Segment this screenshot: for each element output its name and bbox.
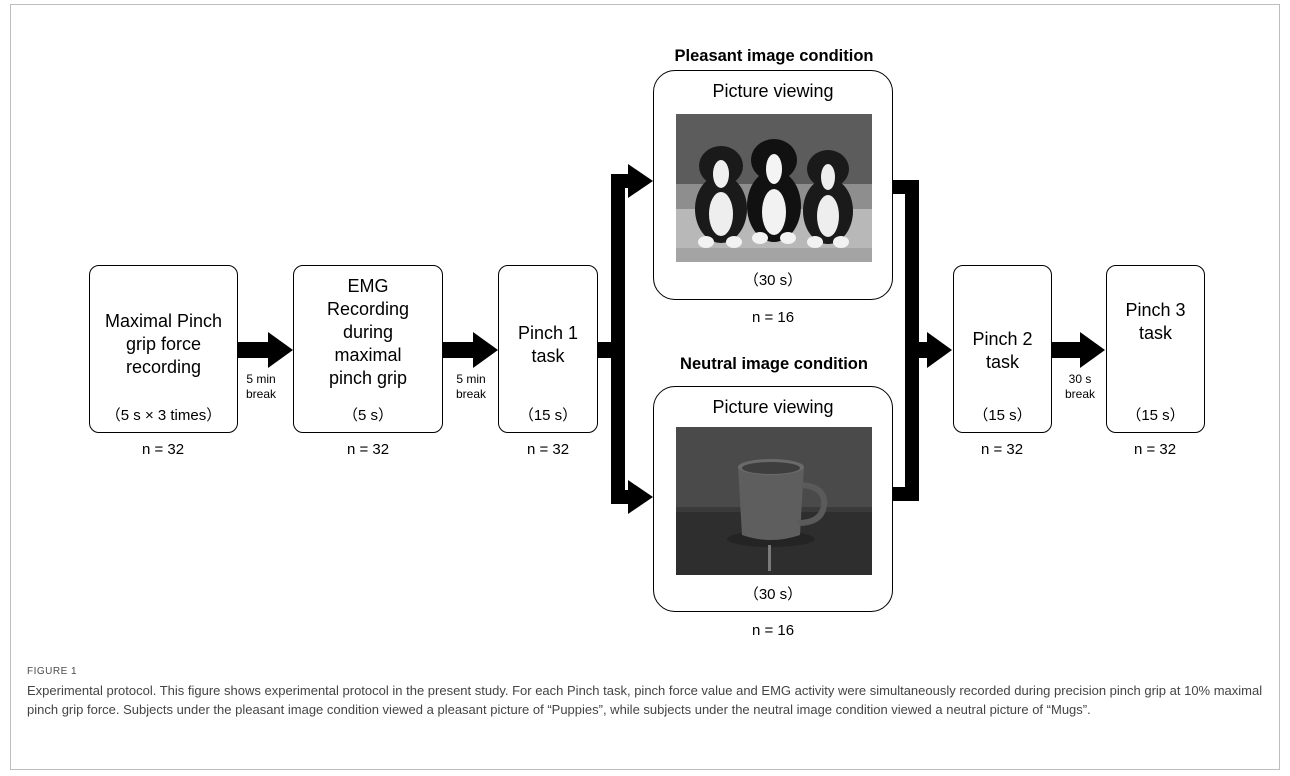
break-2-label: 5 min break <box>455 372 487 401</box>
split-top-shaft <box>611 174 630 188</box>
split-vertical <box>611 174 625 504</box>
step-maximal-pinch-n: n = 32 <box>141 441 185 458</box>
split-bottom-head <box>628 480 653 514</box>
step-maximal-pinch-duration: （5 s × 3 times） <box>105 407 222 424</box>
mug-photo <box>676 427 872 575</box>
step-pinch3-n: n = 32 <box>1133 441 1177 458</box>
arrow-3-head <box>1080 332 1105 368</box>
step-pinch1-title: Pinch 1 task <box>517 323 579 366</box>
step-pinch2-duration: （15 s） <box>973 407 1032 424</box>
figure-caption: Experimental protocol. This figure shows… <box>27 683 1263 717</box>
arrow-2-head <box>473 332 498 368</box>
neutral-condition-box: Picture viewing （30 s） <box>653 386 893 612</box>
neutral-n: n = 16 <box>751 622 795 639</box>
merge-head <box>927 332 952 368</box>
merge-vertical <box>905 180 919 501</box>
step-pinch3-duration: （15 s） <box>1126 407 1185 424</box>
arrow-1-shaft <box>238 342 270 358</box>
pleasant-condition-box: Picture viewing <box>653 70 893 300</box>
neutral-condition-heading: Neutral image condition <box>680 355 868 373</box>
step-emg-duration: （5 s） <box>342 407 393 424</box>
arrow-2-shaft <box>443 342 475 358</box>
split-top-head <box>628 164 653 198</box>
step-pinch1-duration: （15 s） <box>518 407 578 424</box>
break-3-label: 30 s break <box>1064 372 1096 401</box>
step-emg-box: EMG Recording during maximal pinch grip … <box>293 265 443 433</box>
step-emg-n: n = 32 <box>346 441 390 458</box>
pleasant-n: n = 16 <box>751 309 795 326</box>
step-maximal-pinch-box: Maximal Pinch grip force recording （5 s … <box>89 265 238 433</box>
figure-frame <box>10 4 1280 770</box>
pleasant-duration: （30 s） <box>743 272 803 289</box>
split-bottom-shaft <box>611 490 630 504</box>
pleasant-picture-label: Picture viewing <box>712 81 834 101</box>
step-pinch2-n: n = 32 <box>980 441 1024 458</box>
step-emg-title: EMG Recording during maximal pinch grip <box>326 276 410 388</box>
step-pinch1-box: Pinch 1 task （15 s） <box>498 265 598 433</box>
arrow-3-shaft <box>1052 342 1082 358</box>
break-1-label: 5 min break <box>245 372 277 401</box>
step-pinch2-box: Pinch 2 task （15 s） <box>953 265 1052 433</box>
step-pinch1-n: n = 32 <box>526 441 570 458</box>
step-pinch2-title: Pinch 2 task <box>972 329 1033 372</box>
step-maximal-pinch-title: Maximal Pinch grip force recording <box>104 311 223 377</box>
neutral-picture-label: Picture viewing <box>712 397 834 417</box>
merge-shaft <box>905 342 929 358</box>
figure-label: FIGURE 1 <box>27 666 78 677</box>
neutral-duration: （30 s） <box>743 586 803 603</box>
puppies-photo <box>676 114 872 262</box>
step-pinch3-title: Pinch 3 task <box>1125 300 1186 343</box>
step-pinch3-box: Pinch 3 task （15 s） <box>1106 265 1205 433</box>
arrow-1-head <box>268 332 293 368</box>
pleasant-condition-heading: Pleasant image condition <box>674 47 874 65</box>
